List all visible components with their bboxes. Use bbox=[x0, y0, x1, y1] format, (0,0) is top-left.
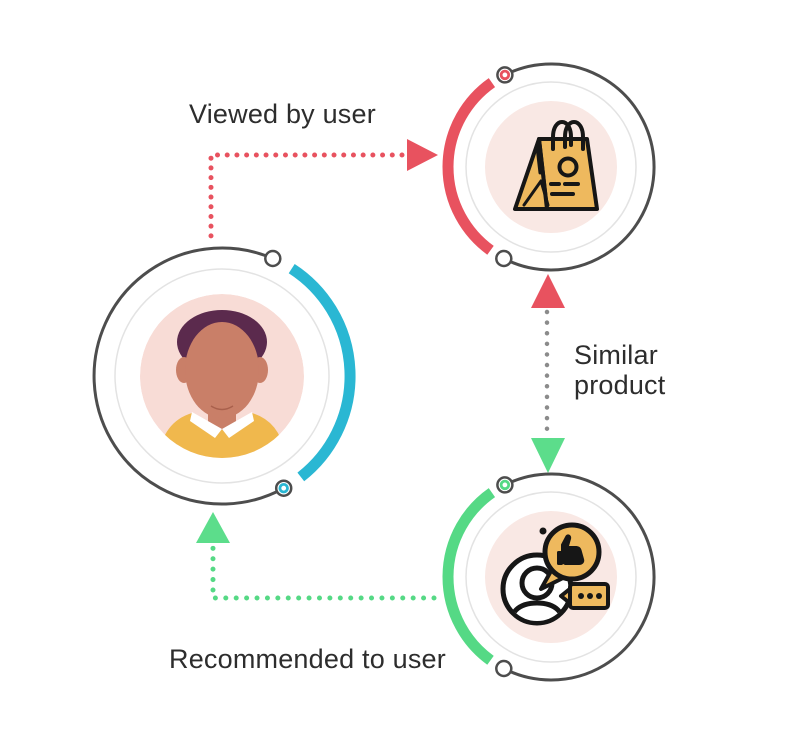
label-viewed-by-user: Viewed by user bbox=[189, 99, 376, 129]
viewed-arrowhead-icon bbox=[407, 139, 438, 171]
user-bottom-connector-dot bbox=[274, 479, 293, 497]
edge-similar-product bbox=[531, 274, 565, 473]
recommended-arrowhead-icon bbox=[196, 512, 230, 543]
similar-down-arrowhead-icon bbox=[531, 438, 565, 473]
user-ring-teal-arc bbox=[288, 263, 356, 482]
recommendation-ring-gray-arc bbox=[503, 472, 656, 682]
recommendation-top-connector-dot bbox=[496, 476, 514, 494]
product-node bbox=[442, 62, 656, 272]
avatar-sweater bbox=[158, 413, 286, 458]
recommendation-bottom-connector-dot bbox=[495, 659, 513, 678]
user-avatar bbox=[140, 294, 304, 458]
edge-viewed-by-user bbox=[208, 139, 438, 246]
avatar-chin-line bbox=[210, 405, 234, 411]
user-ring-gray-arc bbox=[92, 246, 285, 506]
user-top-connector-dot bbox=[264, 249, 282, 268]
avatar-face bbox=[185, 322, 259, 418]
recommendation-node bbox=[442, 472, 656, 682]
shopping-bag-icon bbox=[513, 120, 599, 211]
label-similar-product: Similar product bbox=[574, 340, 666, 400]
similar-up-arrowhead-icon bbox=[531, 274, 565, 308]
product-ring-gray-arc bbox=[503, 62, 656, 272]
edge-recommended-to-user bbox=[196, 512, 437, 601]
product-top-connector-dot bbox=[496, 66, 514, 84]
avatar-collar-right bbox=[222, 412, 254, 438]
recommendation-ring-green-arc bbox=[442, 488, 496, 665]
user-node bbox=[92, 246, 356, 506]
product-bottom-connector-dot bbox=[495, 249, 513, 268]
recommended-dotted-line bbox=[210, 542, 437, 601]
viewed-dotted-line bbox=[208, 152, 405, 246]
thumbs-up-review-icon bbox=[500, 522, 610, 626]
product-ring-red-arc bbox=[442, 78, 496, 255]
label-recommended-to-user: Recommended to user bbox=[169, 644, 446, 674]
avatar-collar-left bbox=[190, 412, 222, 438]
